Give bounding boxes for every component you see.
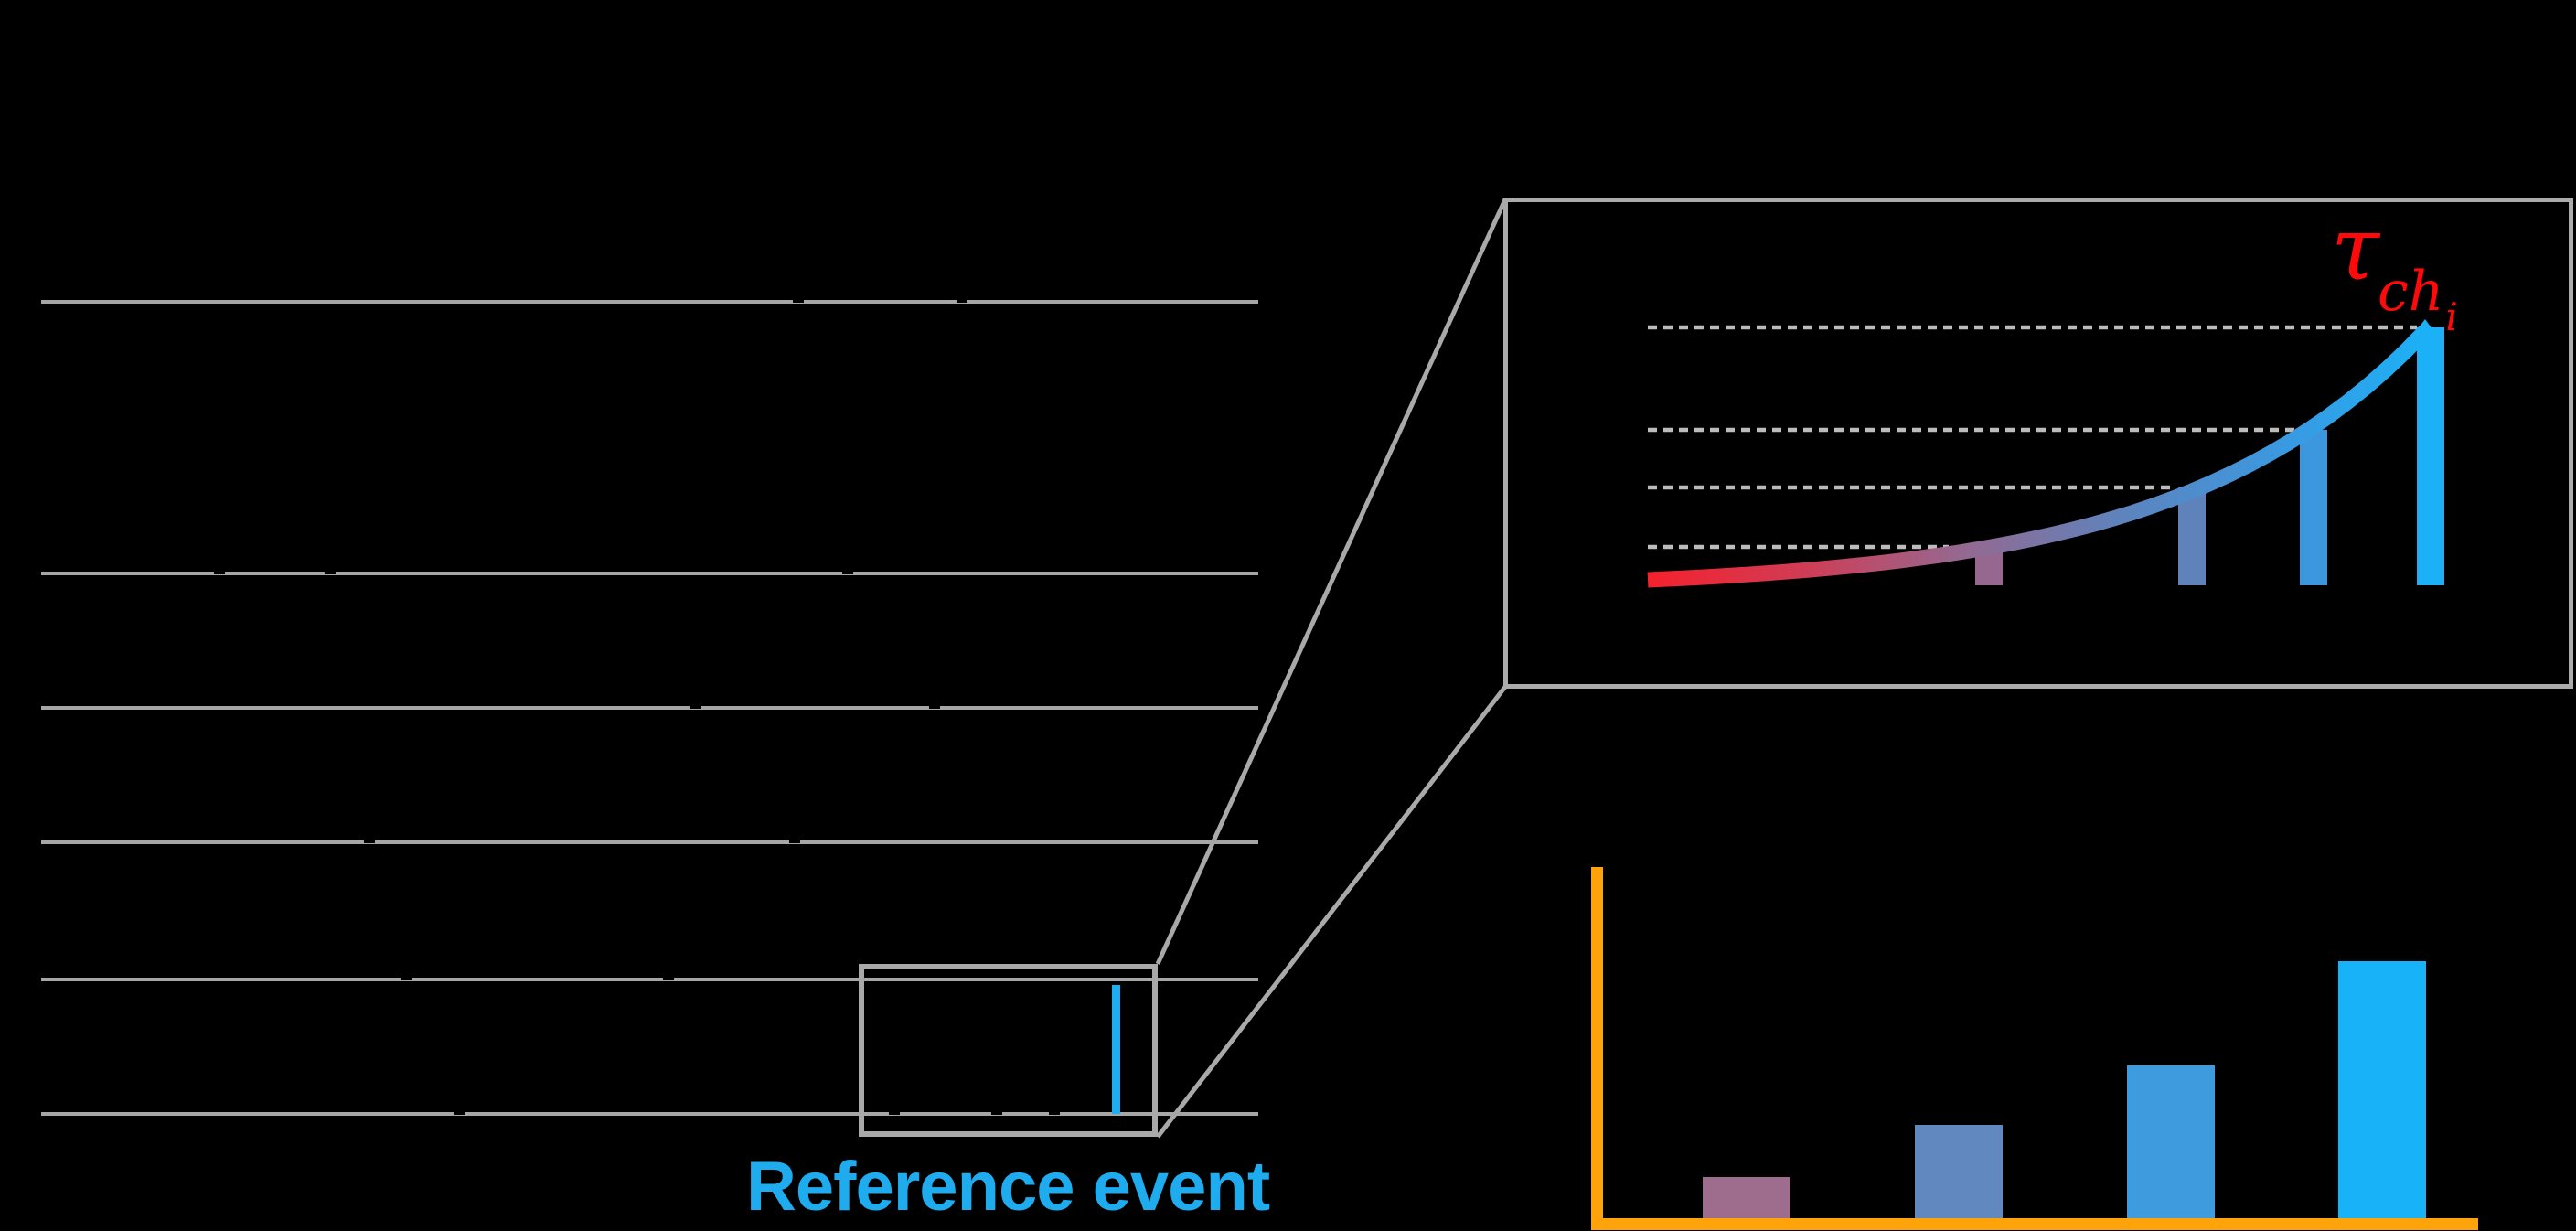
raster-row-line	[41, 840, 1258, 844]
event-tick	[663, 976, 674, 980]
x-axis-line	[1591, 1218, 2478, 1230]
event-tick	[214, 570, 225, 574]
histogram-bar	[1915, 1125, 2003, 1218]
warp-curve	[1647, 326, 2432, 588]
inset-warp-chart	[1503, 198, 2573, 689]
raster-row-line	[41, 978, 1258, 981]
raster-row-line	[41, 1112, 1258, 1116]
inset-bar	[2417, 327, 2444, 585]
histogram-bar	[2338, 961, 2426, 1218]
raster-row-line	[41, 706, 1258, 710]
raster-row-line	[41, 300, 1258, 304]
raster-row-line	[41, 572, 1258, 575]
connector-line	[1156, 685, 1507, 1139]
event-tick	[325, 570, 336, 574]
event-tick	[364, 839, 375, 843]
event-tick	[842, 570, 853, 574]
histogram-bar	[2127, 1065, 2215, 1218]
y-axis-line	[1591, 867, 1603, 1230]
event-tick	[1049, 1110, 1060, 1115]
event-tick	[957, 298, 967, 303]
tau-ch-i-label: τchi	[2331, 205, 2458, 337]
reference-event-label: Reference event	[746, 1148, 1270, 1226]
histogram-bar	[1703, 1177, 1790, 1218]
tau-symbol: τ	[2331, 198, 2380, 300]
event-tick	[991, 1110, 1002, 1115]
event-tick	[889, 1110, 900, 1115]
event-tick	[929, 704, 940, 709]
inset-border	[1503, 198, 2573, 689]
tau-subscript-ch: ch	[2378, 260, 2444, 324]
event-tick	[789, 839, 800, 843]
inset-bar	[2178, 487, 2206, 585]
event-tick	[401, 976, 412, 980]
event-tick	[793, 298, 804, 303]
reference-event-bar	[1112, 985, 1120, 1114]
zoom-region-box	[859, 964, 1158, 1137]
connector-line	[1155, 198, 1508, 966]
curve-arrowhead	[2412, 319, 2437, 336]
tau-subscript-i: i	[2445, 294, 2458, 339]
event-tick	[690, 704, 701, 709]
event-tick	[454, 1110, 465, 1115]
inset-bar	[2300, 430, 2327, 585]
